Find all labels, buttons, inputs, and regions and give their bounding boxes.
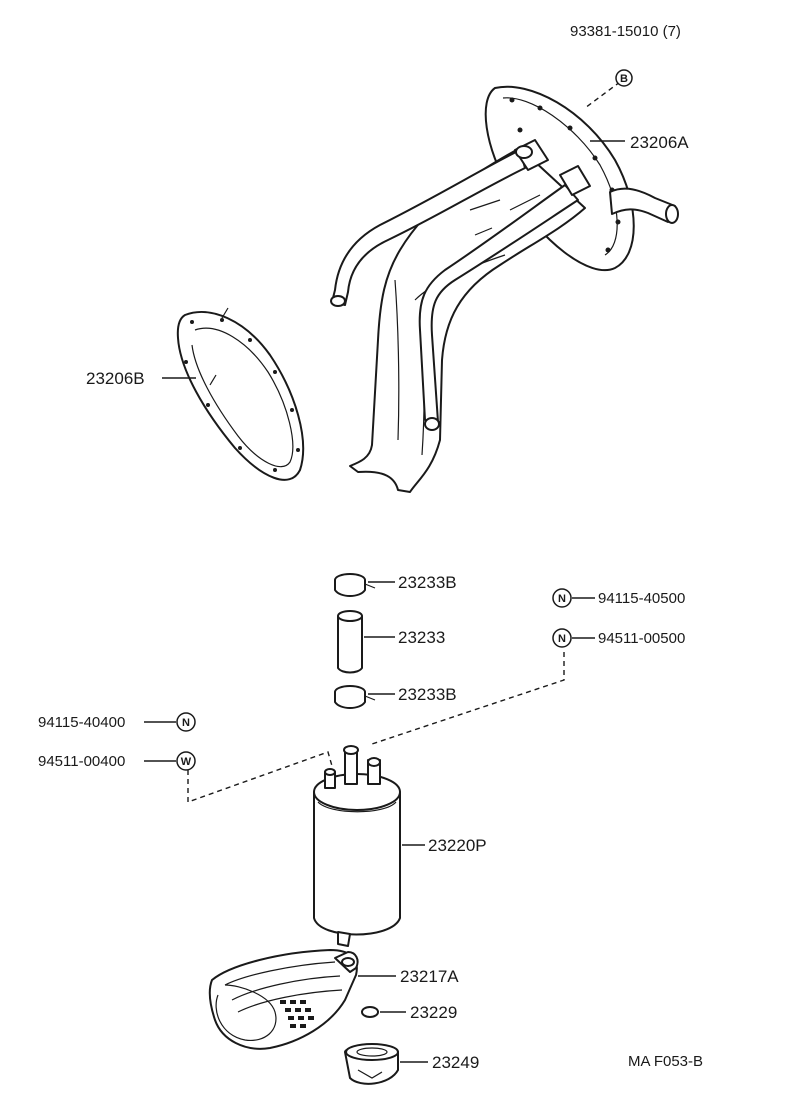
svg-text:B: B [620,73,628,85]
svg-text:N: N [558,593,566,605]
label-94511-00500: 94511-00500 [598,630,685,647]
svg-text:W: W [181,756,192,768]
hose-clamp-upper [334,573,376,597]
label-23233B-upper: 23233B [398,573,457,592]
label-94115-40500: 94115-40500 [598,590,685,607]
sender-gasket [176,307,305,481]
diagram-code: MA F053-B [628,1053,703,1070]
pump-cushion [361,1006,379,1018]
label-23249: 23249 [432,1053,479,1072]
fuel-pump-filter [208,949,359,1050]
ref-line-pump-left [187,751,333,803]
svg-text:N: N [182,717,190,729]
symbol-w-left-circle: W [176,751,196,771]
symbol-n-upper-circle: N [552,588,572,608]
ref-line-pump-right [371,652,565,745]
label-23233: 23233 [398,628,445,647]
label-23220P: 23220P [428,836,487,855]
label-23233B-lower: 23233B [398,685,457,704]
symbol-n-lower-circle: N [552,628,572,648]
label-23206A: 23206A [630,133,689,152]
symbol-n-left-circle: N [176,712,196,732]
ref-line-bolt-b [584,81,621,109]
label-94511-00400: 94511-00400 [38,753,125,770]
label-93381-15010: 93381-15010 (7) [570,23,681,40]
label-23217A: 23217A [400,967,459,986]
label-23206B: 23206B [86,369,145,388]
pump-retainer [344,1043,399,1085]
symbol-b-circle: B [615,69,633,87]
fuel-sender-gauge-assembly [330,85,679,493]
fuel-hose [337,610,363,674]
svg-text:N: N [558,633,566,645]
hose-clamp-lower [334,685,376,709]
fuel-pump [313,745,401,947]
label-23229: 23229 [410,1003,457,1022]
label-94115-40400: 94115-40400 [38,714,125,731]
